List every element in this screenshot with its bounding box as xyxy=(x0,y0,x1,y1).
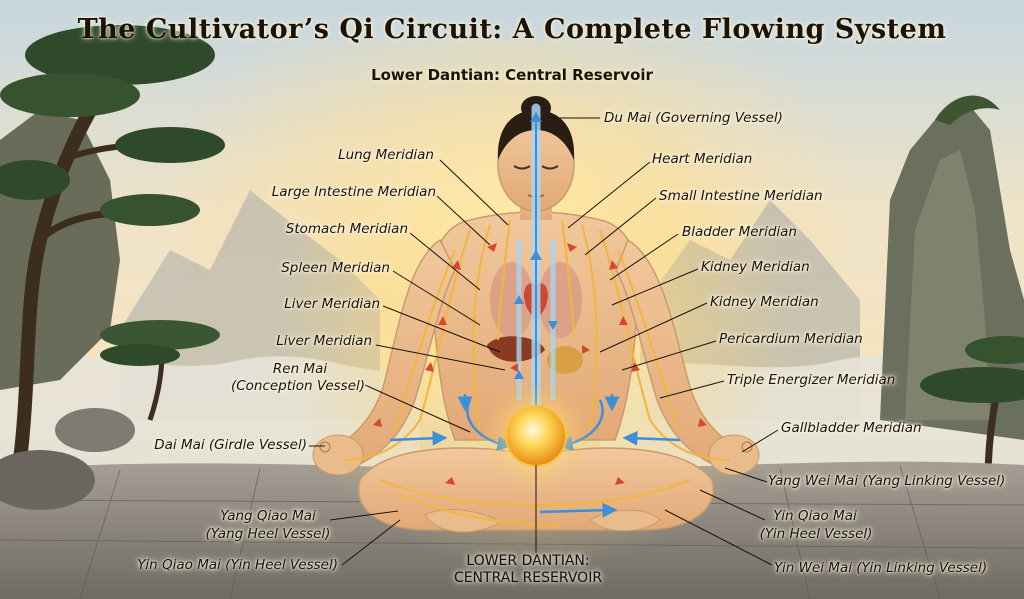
label-stomach-meridian: Stomach Meridian xyxy=(285,221,408,237)
label-ren-mai: Ren Mai xyxy=(272,361,328,377)
label-large-intestine-meridian: Large Intestine Meridian xyxy=(271,184,436,200)
label-triple-energizer-meridian: Triple Energizer Meridian xyxy=(727,372,896,388)
label-liver-meridian-lower: Liver Meridian xyxy=(276,333,372,349)
diagram-subtitle: Lower Dantian: Central Reservoir xyxy=(371,66,653,84)
label-ren-mai-subtitle: (Conception Vessel) xyxy=(230,378,366,394)
label-dai-mai: Dai Mai (Girdle Vessel) xyxy=(154,437,307,453)
label-lung-meridian: Lung Meridian xyxy=(338,147,434,163)
label-du-mai: Du Mai (Governing Vessel) xyxy=(604,110,783,126)
lower-dantian-caption: LOWER DANTIAN: CENTRAL RESERVOIR xyxy=(428,553,628,587)
label-yang-wei-mai: Yang Wei Mai (Yang Linking Vessel) xyxy=(768,473,1006,489)
label-kidney-meridian-lower: Kidney Meridian xyxy=(710,294,819,310)
label-yin-qiao-mai-right-subtitle: (Yin Heel Vessel) xyxy=(759,526,873,542)
label-bladder-meridian: Bladder Meridian xyxy=(682,224,797,240)
label-yin-qiao-mai-left: Yin Qiao Mai (Yin Heel Vessel) xyxy=(137,557,338,573)
label-small-intestine-meridian: Small Intestine Meridian xyxy=(659,188,823,204)
label-gallbladder-meridian: Gallbladder Meridian xyxy=(781,420,922,436)
label-pericardium-meridian: Pericardium Meridian xyxy=(719,331,863,347)
lower-dantian-caption-line1: LOWER DANTIAN: xyxy=(466,553,590,569)
label-yang-qiao-mai-subtitle: (Yang Heel Vessel) xyxy=(205,526,331,542)
diagram-title: The Cultivator’s Qi Circuit: A Complete … xyxy=(77,14,947,45)
label-yang-qiao-mai: Yang Qiao Mai xyxy=(220,508,316,524)
lower-dantian-caption-line2: CENTRAL RESERVOIR xyxy=(453,570,603,586)
label-yin-wei-mai: Yin Wei Mai (Yin Linking Vessel) xyxy=(774,560,988,576)
label-kidney-meridian-upper: Kidney Meridian xyxy=(701,259,810,275)
label-spleen-meridian: Spleen Meridian xyxy=(281,260,390,276)
label-heart-meridian: Heart Meridian xyxy=(652,151,753,167)
label-liver-meridian-upper: Liver Meridian xyxy=(284,296,380,312)
cultivator-figure xyxy=(312,96,760,533)
label-yin-qiao-mai-right: Yin Qiao Mai xyxy=(773,508,857,524)
